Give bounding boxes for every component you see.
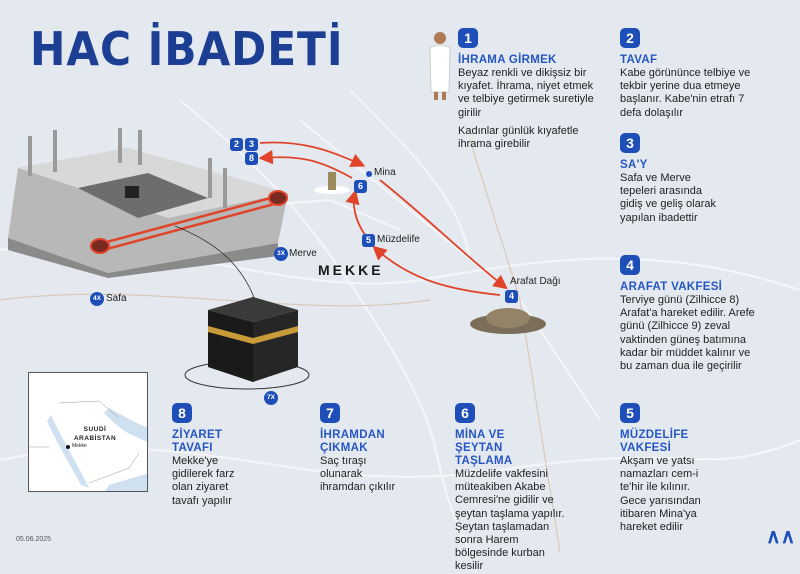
step-number: 1 [458, 28, 478, 48]
step-heading: İHRAMA GİRMEK [458, 54, 557, 66]
pin-8[interactable]: 8 [245, 152, 258, 165]
step-number: 4 [620, 255, 640, 275]
page-title: HAC İBADETİ [30, 22, 344, 76]
inset-city-label: Mekke [72, 443, 87, 449]
route-arafat-to-muzdelife [372, 245, 501, 296]
mecca-dot [66, 445, 70, 449]
step-number: 3 [620, 133, 640, 153]
step-number: 5 [620, 403, 640, 423]
step-body: Müzdelife vakfesini müteakiben Akabe Cem… [455, 468, 565, 573]
kaaba-count-badge: 7X [264, 391, 278, 405]
step-body: Mekke'ye gidilerek farz olan ziyaret tav… [172, 455, 235, 507]
step-heading: TAVAF [620, 54, 658, 66]
step-2: 2 TAVAF Kabe görününce telbiye ve tekbir… [620, 28, 755, 120]
step-7: 7 İHRAMDAN ÇIKMAK Saç tıraşı olunarak ih… [320, 403, 402, 495]
step-body: Akşam ve yatsı namazları cem-i te'hir il… [620, 455, 701, 534]
safa-count-badge: 4X [90, 292, 104, 306]
aa-logo: ∧∧ [766, 526, 796, 548]
step-note: Kadınlar günlük kıyafetle ihrama girebil… [458, 124, 579, 151]
inset-country-label: SUUDİ ARABİSTAN [73, 426, 117, 442]
step-1: 1 İHRAMA GİRMEK Beyaz renkli ve dikişsiz… [458, 28, 598, 151]
step-3: 3 SA'Y Safa ve Merve tepeleri arasında g… [620, 133, 720, 225]
route-muzdelife-to-6 [345, 189, 366, 236]
place-mina: Mina [374, 167, 396, 178]
step-body: Kabe görününce telbiye ve tekbir yerine … [620, 67, 751, 119]
arafat-mountain [470, 308, 546, 334]
inset-map: SUUDİ ARABİSTAN Mekke [28, 372, 148, 492]
pin-5[interactable]: 5 [362, 234, 375, 247]
mina-dot [366, 171, 372, 177]
place-merve: Merve [289, 248, 317, 259]
step-4: 4 ARAFAT VAKFESİ Terviye günü (Zilhicce … [620, 255, 760, 373]
step-number: 8 [172, 403, 192, 423]
step-8: 8 ZİYARET TAVAFI Mekke'ye gidilerek farz… [172, 403, 254, 508]
step-5: 5 MÜZDELİFE VAKFESİ Akşam ve yatsı namaz… [620, 403, 715, 534]
step-heading: ARAFAT VAKFESİ [620, 281, 723, 293]
date-label: 05.06.2025 [16, 536, 52, 543]
step-body: Beyaz renkli ve dikişsiz bir kıyafet. İh… [458, 67, 594, 119]
kaaba-illustration [208, 297, 298, 382]
step-number: 6 [455, 403, 475, 423]
merve-count-badge: 3X [274, 247, 288, 261]
pilgrim-figure [429, 32, 451, 100]
pin-2[interactable]: 2 [230, 138, 243, 151]
jamarat-pillar [314, 172, 350, 194]
route-mina-to-arafat [379, 179, 508, 290]
step-heading: ZİYARET TAVAFI [172, 429, 223, 454]
pin-6[interactable]: 6 [354, 180, 367, 193]
step-body: Safa ve Merve tepeleri arasında gidiş ve… [620, 172, 716, 224]
step-heading: MÜZDELİFE VAKFESİ [620, 429, 689, 454]
place-arafat: Arafat Dağı [510, 276, 561, 287]
route-23-to-mina [259, 141, 366, 167]
place-safa: Safa [106, 293, 127, 304]
step-heading: SA'Y [620, 159, 648, 171]
route-mina-to-8 [258, 149, 353, 179]
pin-3[interactable]: 3 [245, 138, 258, 151]
step-number: 2 [620, 28, 640, 48]
haram-mosque-illustration [8, 128, 288, 278]
step-6: 6 MİNA VE ŞEYTAN TAŞLAMA Müzdelife vakfe… [455, 403, 570, 574]
step-heading: MİNA VE ŞEYTAN TAŞLAMA [455, 429, 513, 467]
step-body: Terviye günü (Zilhicce 8) Arafat'a harek… [620, 294, 755, 373]
step-number: 7 [320, 403, 340, 423]
place-muzdelife: Müzdelife [377, 234, 420, 245]
step-body: Saç tıraşı olunarak ihramdan çıkılır [320, 455, 396, 494]
step-heading: İHRAMDAN ÇIKMAK [320, 429, 386, 454]
city-label: MEKKE [318, 262, 384, 278]
pin-4[interactable]: 4 [505, 290, 518, 303]
inset-map-shapes [29, 400, 147, 491]
